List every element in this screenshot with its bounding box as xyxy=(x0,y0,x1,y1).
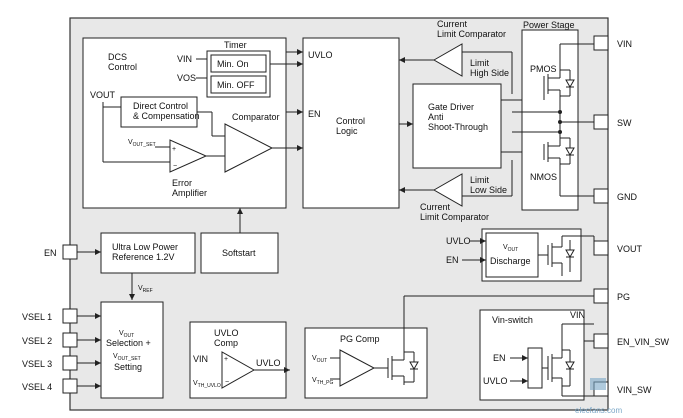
pin-pg xyxy=(593,288,609,304)
pg-comp-label: PG Comp xyxy=(340,334,380,344)
pin-vin-sw-label: VIN_SW xyxy=(617,385,652,395)
watermark-logo: elecfans.com xyxy=(575,378,622,415)
vin-switch-label: Vin-switch xyxy=(492,315,533,325)
min-on-label: Min. On xyxy=(217,59,249,69)
pin-vsel1 xyxy=(62,308,78,324)
pin-vsel3-label: VSEL 3 xyxy=(22,359,52,369)
discharge-en-label: EN xyxy=(446,255,459,265)
pin-pg-label: PG xyxy=(617,292,630,302)
pg-comp-block xyxy=(304,327,428,399)
pin-vsel3 xyxy=(62,355,78,371)
pin-en-vin-sw-label: EN_VIN_SW xyxy=(617,337,670,347)
pmos-transistor xyxy=(543,69,575,122)
uvlo-comp-out-label: UVLO xyxy=(256,358,281,368)
svg-text:−: − xyxy=(173,163,177,170)
gate-driver-block xyxy=(412,83,502,169)
min-on-block xyxy=(210,54,267,73)
error-amplifier xyxy=(169,139,208,173)
selection-vout-set-label: VOUT_SET xyxy=(113,353,141,362)
pin-vsel2 xyxy=(62,332,78,348)
ulp-reference-block xyxy=(100,232,196,274)
softstart-label: Softstart xyxy=(222,248,256,258)
dcs-vout-label: VOUT xyxy=(90,90,116,100)
vin-switch-transistor xyxy=(542,324,575,396)
svg-text:+: + xyxy=(172,146,176,153)
svg-text:−: − xyxy=(225,379,229,386)
min-off-label: Min. OFF xyxy=(217,80,255,90)
pin-en-label: EN xyxy=(44,248,57,258)
discharge-vout-label: VOUT xyxy=(503,244,518,253)
pmos-label: PMOS xyxy=(530,64,557,74)
pg-comparator xyxy=(339,349,376,387)
pin-vsel1-label: VSEL 1 xyxy=(22,312,52,322)
pin-gnd xyxy=(593,188,609,204)
direct-control-block xyxy=(120,96,198,128)
current-limit-top-comparator xyxy=(432,43,463,77)
pin-gnd-label: GND xyxy=(617,192,638,202)
pin-vsel2-label: VSEL 2 xyxy=(22,336,52,346)
vin-switch-uvlo-label: UVLO xyxy=(483,376,508,386)
pg-vout-label: VOUT xyxy=(312,355,327,364)
pin-en xyxy=(62,244,78,260)
nmos-label: NMOS xyxy=(530,172,557,182)
control-logic-en: EN xyxy=(308,109,321,119)
pin-vin xyxy=(593,35,609,51)
pin-vout xyxy=(593,240,609,256)
pin-vout-label: VOUT xyxy=(617,244,643,254)
pin-vsel4 xyxy=(62,378,78,394)
vout-selection-block xyxy=(100,301,164,399)
pin-vin-label: VIN xyxy=(617,39,632,49)
vref-label: VREF xyxy=(138,285,153,294)
power-stage-block xyxy=(521,29,579,211)
min-off-block xyxy=(210,75,267,94)
pin-sw-label: SW xyxy=(617,118,632,128)
control-logic-block xyxy=(302,37,400,209)
vin-switch-en-label: EN xyxy=(493,353,506,363)
pin-sw xyxy=(593,114,609,130)
timer-vin-label: VIN xyxy=(177,54,192,64)
discharge-logic-block xyxy=(485,232,539,278)
current-limit-bottom-comparator xyxy=(432,173,463,207)
discharge-uvlo-label: UVLO xyxy=(446,236,471,246)
uvlo-comp-vth-label: VTH_UVLO xyxy=(193,380,221,389)
timer-vos-label: VOS xyxy=(177,73,196,83)
timer-label: Timer xyxy=(224,40,247,50)
uvlo-comparator xyxy=(221,351,256,389)
uvlo-comp-vin-label: VIN xyxy=(193,354,208,364)
power-stage-label: Power Stage xyxy=(523,20,575,30)
comparator-label: Comparator xyxy=(232,112,280,122)
pin-en-vin-sw xyxy=(593,333,609,349)
selection-label: Selection + xyxy=(106,338,151,348)
vin-switch-vin-label: VIN xyxy=(570,310,585,320)
selection-vout-label: VOUT xyxy=(119,330,134,339)
uvlo-comp-block xyxy=(189,321,287,399)
comparator xyxy=(224,123,274,173)
direct-control-label: Direct Control& Compensation xyxy=(133,101,200,121)
discharge-label: Discharge xyxy=(490,256,531,266)
svg-text:elecfans.com: elecfans.com xyxy=(575,406,622,415)
pg-transistor xyxy=(387,296,419,385)
control-logic-uvlo: UVLO xyxy=(308,50,333,60)
vin-switch-logic xyxy=(527,347,543,389)
softstart-block xyxy=(200,232,279,274)
vout-set-label: VOUT_SET xyxy=(128,139,156,148)
discharge-transistor xyxy=(538,236,575,276)
pin-vsel4-label: VSEL 4 xyxy=(22,382,52,392)
setting-label: Setting xyxy=(114,362,142,372)
svg-text:+: + xyxy=(224,356,228,363)
pg-vth-label: VTH_PG xyxy=(312,377,333,386)
